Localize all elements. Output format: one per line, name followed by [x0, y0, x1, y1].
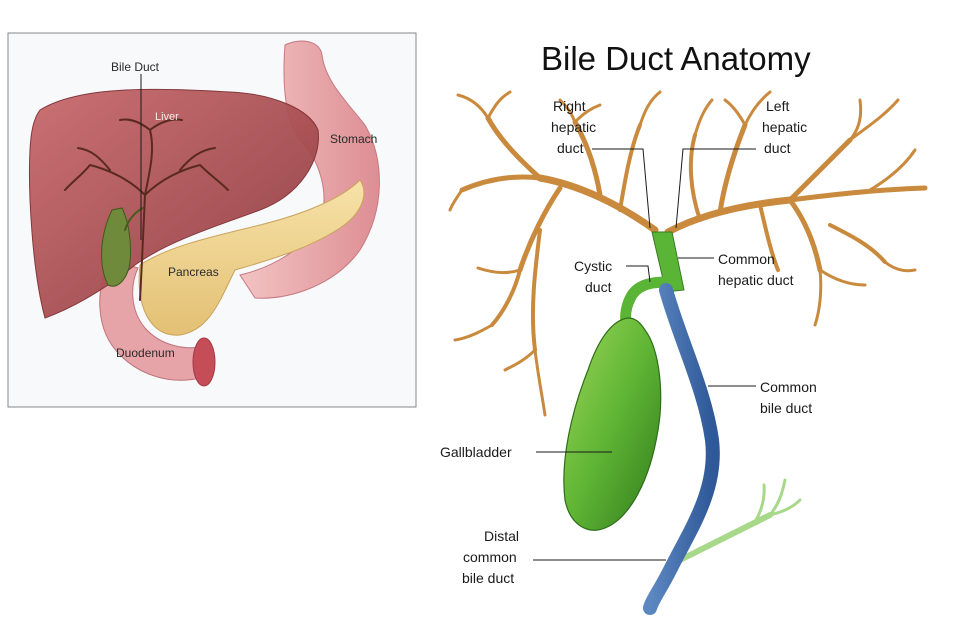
- label-gallbladder: Gallbladder: [440, 444, 512, 460]
- label-common-hepatic-duct: Common hepatic duct: [718, 251, 794, 288]
- label-common-bile-duct: Common bile duct: [760, 379, 821, 416]
- label-right-hepatic-duct: Right hepatic duct: [551, 98, 600, 156]
- inset-gallbladder: [101, 207, 131, 287]
- inset-label-bile-duct: Bile Duct: [111, 60, 160, 74]
- inset-label-pancreas: Pancreas: [168, 265, 219, 279]
- inset-label-liver: Liver: [155, 111, 179, 123]
- common-bile-duct-highlight: [643, 283, 720, 615]
- leader-lines: [533, 148, 756, 561]
- pancreatic-duct: [677, 478, 802, 563]
- hepatic-duct-branches: [448, 90, 928, 417]
- inset-label-stomach: Stomach: [330, 132, 377, 146]
- inset-label-duodenum: Duodenum: [116, 346, 175, 360]
- label-distal-common-bile-duct: Distal common bile duct: [462, 528, 523, 586]
- gallbladder-organ: [563, 317, 662, 531]
- duodenum-opening: [192, 337, 216, 387]
- inset-panel: Bile Duct Liver Stomach Pancreas Duodenu…: [7, 32, 417, 408]
- label-left-hepatic-duct: Left hepatic duct: [762, 98, 811, 156]
- diagram-title: Bile Duct Anatomy: [541, 40, 811, 77]
- common-hepatic-duct: [651, 231, 685, 293]
- pancreas-organ: [138, 179, 365, 336]
- common-bile-duct: [643, 283, 720, 615]
- label-cystic-duct: Cystic duct: [574, 258, 616, 295]
- cystic-duct: [620, 276, 674, 328]
- inset-bile-tree: [64, 118, 229, 301]
